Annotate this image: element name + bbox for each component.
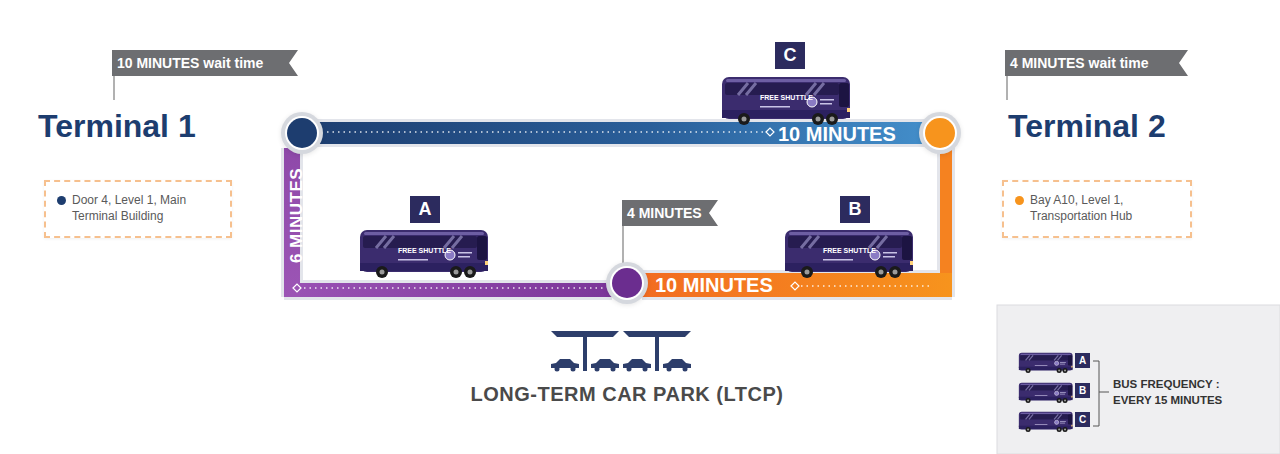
bus-badge: B: [840, 196, 870, 223]
legend-badge: A: [1075, 353, 1090, 368]
bus-letter: C: [784, 45, 797, 66]
route-outline: [284, 280, 612, 300]
legend-badge: C: [1075, 412, 1090, 427]
flag-banner: [622, 200, 718, 226]
leader-line: [1007, 76, 1008, 100]
parked-car: [663, 359, 691, 372]
route-dots: [801, 285, 932, 287]
location-dot: [57, 196, 66, 205]
shuttle-bus: [722, 77, 850, 125]
wait-time-flag: 4 MINUTES: [622, 200, 718, 226]
leader-stroke: [113, 76, 114, 100]
location-box: Door 4, Level 1, Main Terminal Building: [44, 180, 232, 238]
route-dots: [327, 131, 764, 133]
shuttle-bus: [360, 230, 488, 278]
terminal-heading: Terminal 1: [38, 110, 268, 142]
location-text: Door 4, Level 1, Main Terminal Building: [72, 193, 222, 224]
route-diamond: [791, 282, 799, 290]
flag-banner: [1005, 50, 1188, 76]
location-dot: [1015, 196, 1024, 205]
wait-time-flag: 4 MINUTES wait time: [1005, 50, 1188, 76]
terminal-stop: Terminal 2: [925, 118, 955, 148]
canopy-roof: [551, 331, 619, 337]
flag-banner: [112, 50, 298, 76]
route-band: [642, 273, 952, 297]
duration-label: 6 MINUTES: [288, 167, 305, 262]
duration-label: 10 MINUTES: [778, 124, 896, 144]
car-park-stop: LONG-TERM CAR PARK (LTCP): [612, 268, 642, 298]
canopy-roof: [623, 331, 691, 337]
legend-bracket: [1093, 361, 1109, 426]
location-text: Bay A10, Level 1, Transportation Hub: [1030, 193, 1182, 224]
terminal-stop: Terminal 1: [287, 118, 317, 148]
route-outline: [317, 119, 925, 147]
wait-time-text: 4 MINUTES wait time: [1005, 50, 1188, 76]
route-dots: [304, 287, 604, 289]
wait-time-text: 10 MINUTES wait time: [112, 50, 298, 76]
parked-car: [591, 359, 619, 372]
duration-label: 10 MINUTES: [655, 275, 773, 295]
location-box: Bay A10, Level 1, Transportation Hub: [1002, 180, 1192, 238]
route-diamond: [766, 128, 774, 136]
legend-badge: B: [1075, 383, 1090, 398]
bus-livery-text: FREE SHUTTLE: [398, 247, 451, 255]
wait-time-flag: 10 MINUTES wait time: [112, 50, 298, 76]
legend-bus: [1019, 412, 1073, 432]
bus-badge: C: [775, 42, 805, 69]
legend-bus: [1019, 383, 1073, 403]
shuttle-bus: [785, 230, 913, 278]
leader-stroke: [1006, 76, 1007, 100]
route-band: [317, 122, 925, 144]
wait-time-text: 4 MINUTES: [622, 200, 718, 226]
legend-panel: [997, 305, 1280, 454]
route-segment: [284, 148, 612, 297]
canopy-pole: [583, 337, 587, 371]
leader-stroke: [622, 226, 623, 268]
bus-letter: B: [849, 199, 862, 220]
canopy-pole: [655, 337, 659, 371]
bus-livery-text: FREE SHUTTLE: [823, 247, 876, 255]
car-park-icon: [551, 331, 691, 372]
bus-livery-text: FREE SHUTTLE: [760, 94, 813, 102]
car-park-heading: LONG-TERM CAR PARK (LTCP): [460, 384, 794, 404]
route-diamond: [293, 284, 301, 292]
parked-car: [551, 359, 579, 372]
frequency-note: BUS FREQUENCY : EVERY 15 MINUTES: [1113, 376, 1255, 408]
leader-line: [623, 226, 624, 268]
route-band: [284, 283, 612, 297]
route-outline: [642, 270, 952, 300]
legend-bus: [1019, 353, 1073, 373]
bus-badge: A: [410, 196, 440, 223]
leader-line: [114, 76, 115, 100]
terminal-heading: Terminal 2: [1008, 110, 1238, 142]
parked-car: [623, 359, 651, 372]
bus-letter: A: [419, 199, 432, 220]
